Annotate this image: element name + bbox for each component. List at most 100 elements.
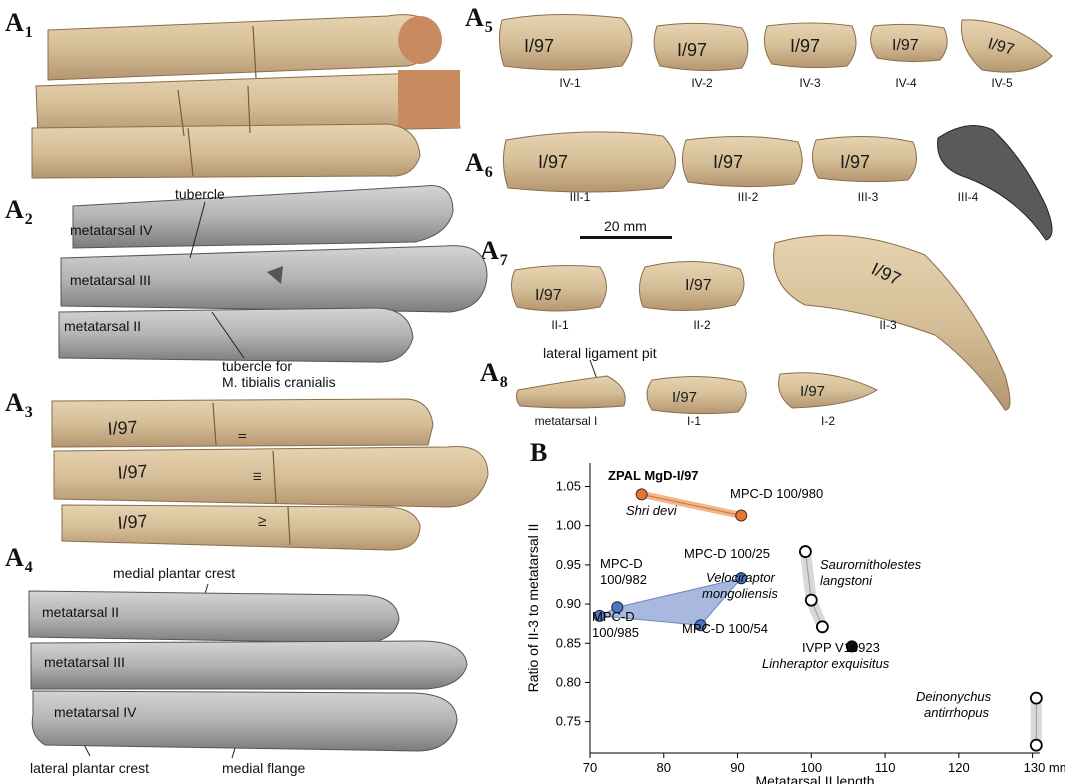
bone-label-iv-5: IV-5 <box>991 76 1013 90</box>
x-tick-label: 90 <box>730 760 744 775</box>
ann-mpc25: MPC-D 100/25 <box>684 546 770 561</box>
bone-label-iii-2: III-2 <box>737 190 759 204</box>
mark-ii2: I/97 <box>685 277 712 294</box>
data-point <box>694 619 707 632</box>
bone-label-metatarsal-i: metatarsal I <box>534 414 598 428</box>
label-a2-metatarsal-iii: metatarsal III <box>70 272 151 288</box>
label-a2-metatarsal-ii: metatarsal II <box>64 318 142 334</box>
y-tick-label: 1.05 <box>556 479 581 494</box>
mark-i1: I/97 <box>672 389 697 406</box>
y-axis-label: Ratio of II-3 to metatarsal II <box>525 524 541 693</box>
mark-iv1: I/97 <box>524 36 554 56</box>
y-tick-label: 0.90 <box>556 596 581 611</box>
metatarsus-photo-a1 <box>31 14 461 179</box>
panel-label-a2: A2 <box>5 195 33 229</box>
bone-label-iv-1: IV-1 <box>559 76 581 90</box>
data-point <box>1029 691 1043 705</box>
label-lateral-plantar-crest: lateral plantar crest <box>30 760 150 776</box>
bone-label-i-1: I-1 <box>686 414 702 428</box>
metatarsus-photo-a3: I/97 I/97 I/97 II III IV <box>51 398 489 551</box>
ann-mpc54: MPC-D 100/54 <box>682 621 768 636</box>
y-tick-label: 1.00 <box>556 518 581 533</box>
bone-label-iv-3: IV-3 <box>799 76 821 90</box>
label-medial-flange: medial flange <box>222 760 306 776</box>
x-tick-label: 130 mm <box>1024 760 1065 775</box>
ann-mpcd-a: MPC-D <box>600 556 643 571</box>
bone-label-iii-3: III-3 <box>857 190 879 204</box>
y-tick-label: 0.85 <box>556 635 581 650</box>
data-point <box>635 488 648 501</box>
label-a4-metatarsal-iii: metatarsal III <box>44 654 125 670</box>
panel-label-a1: A1 <box>5 8 33 42</box>
mark-iv2: I/97 <box>677 40 707 60</box>
phalanges-row-a8: I/97 I/97 <box>515 372 879 415</box>
mark-a3-1: I/97 <box>107 417 138 439</box>
ann-mpc980: MPC-D 100/980 <box>730 486 823 501</box>
label-tubercle: tubercle <box>175 186 225 202</box>
mark-iv5: I/97 <box>986 35 1016 58</box>
x-tick-label: 120 <box>948 760 970 775</box>
mark-roman-iv: IV <box>257 516 269 527</box>
ann-saurornitholestes: Saurornitholestes <box>820 557 922 572</box>
phalanges-row-a6: I/97 I/97 I/97 <box>502 125 1053 241</box>
bone-label-ii-1: II-1 <box>551 318 569 332</box>
mark-a3-3: I/97 <box>117 511 148 533</box>
data-point <box>1029 738 1043 752</box>
scale-bar-label: 20 mm <box>604 218 647 234</box>
panel-label-a3: A3 <box>5 388 33 422</box>
ann-mpcd-b: MPC-D <box>592 609 635 624</box>
metatarsus-scan-a4 <box>28 590 468 752</box>
x-tick-label: 70 <box>583 760 597 775</box>
ann-mongoliensis: mongoliensis <box>702 586 778 601</box>
y-tick-label: 0.75 <box>556 714 581 729</box>
mark-i2: I/97 <box>800 383 825 400</box>
ann-antirrhopus: antirrhopus <box>924 705 990 720</box>
mark-a3-2: I/97 <box>117 461 148 483</box>
panel-label-a8: A8 <box>480 358 508 392</box>
bone-label-ii-3: II-3 <box>879 318 897 332</box>
data-point <box>611 601 624 614</box>
metatarsus-scan-a2 <box>58 185 488 363</box>
x-tick-label: 110 <box>875 760 896 775</box>
data-point <box>735 572 748 585</box>
mark-iii2: I/97 <box>713 152 743 172</box>
x-axis-label: Metatarsal II length <box>755 773 874 784</box>
bone-label-iii-1: III-1 <box>569 190 591 204</box>
mark-roman-ii: II <box>237 433 249 439</box>
mark-iv3: I/97 <box>790 36 820 56</box>
scale-bar <box>580 236 672 239</box>
y-tick-label: 0.95 <box>556 557 581 572</box>
ann-linheraptor: Linheraptor exquisitus <box>762 656 890 671</box>
label-a4-metatarsal-ii: metatarsal II <box>42 604 120 620</box>
panel-label-b: B <box>530 438 548 467</box>
mark-iii1: I/97 <box>538 152 568 172</box>
bone-label-iv-4: IV-4 <box>895 76 917 90</box>
mark-iv4: I/97 <box>892 37 919 54</box>
x-tick-label: 80 <box>657 760 671 775</box>
label-a2-metatarsal-iv: metatarsal IV <box>70 222 153 238</box>
ann-langstoni: langstoni <box>820 573 873 588</box>
panel-label-a5: A5 <box>465 3 493 37</box>
phalanges-row-a7: I/97 I/97 I/97 <box>511 234 1011 411</box>
label-m-tibialis-cranialis: M. tibialis cranialis <box>222 374 336 390</box>
label-medial-plantar-crest: medial plantar crest <box>113 565 236 581</box>
ann-zpal: ZPAL MgD-I/97 <box>608 468 699 483</box>
data-point <box>815 620 829 634</box>
ann-mpc985: 100/985 <box>592 625 639 640</box>
y-tick-label: 0.80 <box>556 674 581 689</box>
ann-shri-devi: Shri devi <box>626 503 678 518</box>
data-point <box>804 593 818 607</box>
label-lateral-ligament-pit: lateral ligament pit <box>543 345 657 361</box>
data-point <box>593 609 606 622</box>
ann-velociraptor: Velociraptor <box>706 570 776 585</box>
ann-ivpp: IVPP V16923 <box>802 640 880 655</box>
data-point <box>845 640 858 653</box>
phalanges-row-a5: I/97 I/97 I/97 I/97 I/97 <box>498 13 1053 73</box>
mark-ii1: I/97 <box>535 287 562 304</box>
ann-mpc982: 100/982 <box>600 572 647 587</box>
bone-label-iv-2: IV-2 <box>691 76 713 90</box>
ann-deinonychus: Deinonychus <box>916 689 992 704</box>
data-point <box>799 545 812 558</box>
bone-label-ii-2: II-2 <box>693 318 711 332</box>
